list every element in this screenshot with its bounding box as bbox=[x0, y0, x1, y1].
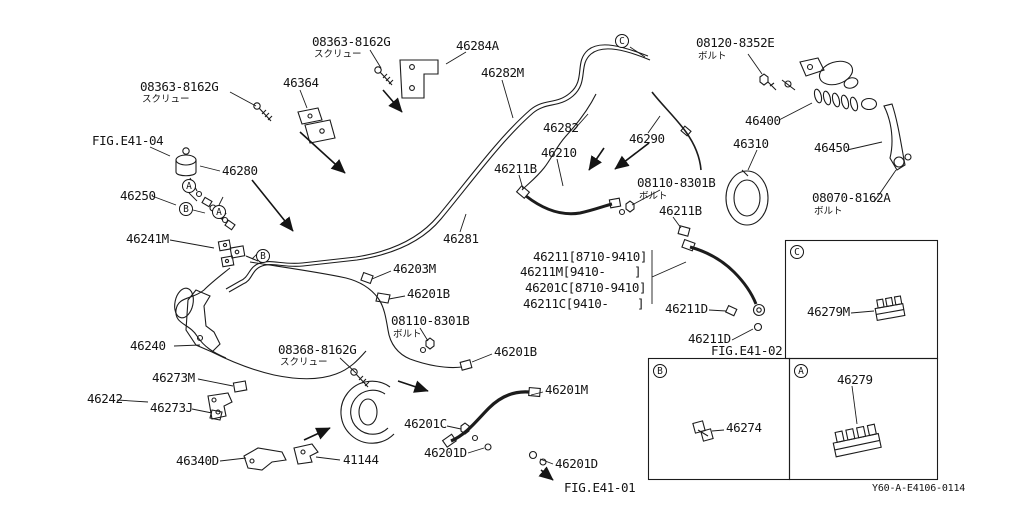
callout-a-mc: A bbox=[182, 179, 196, 193]
part-label-46281: 46281 bbox=[443, 231, 479, 246]
part-label-46240: 46240 bbox=[130, 338, 166, 353]
part-label-46201m: 46201M bbox=[545, 382, 588, 397]
part-label-46273j: 46273J bbox=[150, 400, 193, 415]
part-label-46274: 46274 bbox=[726, 420, 762, 435]
callout-b-mc: B bbox=[179, 202, 193, 216]
valve-block-46241m bbox=[217, 239, 259, 268]
hose-46201m bbox=[441, 386, 547, 466]
hose-46290 bbox=[651, 91, 702, 171]
part-label-08110-top: 08110-8301B bbox=[637, 175, 716, 190]
part-label-46282: 46282 bbox=[543, 120, 579, 135]
part-label-08070: 08070-8162A bbox=[812, 190, 891, 205]
part-label-46364: 46364 bbox=[283, 75, 319, 90]
jp-note-bolt: ボルト bbox=[814, 206, 843, 217]
screw-icons bbox=[253, 66, 394, 388]
clip-46279m bbox=[874, 295, 906, 321]
bracket-46240 bbox=[185, 289, 221, 353]
jp-note-screw: スクリュー bbox=[142, 94, 190, 105]
part-label-46201c-range: 46201C[8710-9410] bbox=[525, 280, 647, 295]
part-label-46241m: 46241M bbox=[126, 231, 169, 246]
part-label-46211-range: 46211[8710-9410] bbox=[533, 249, 648, 264]
part-label-46201b-2: 46201B bbox=[494, 344, 537, 359]
detail-boxes bbox=[647, 239, 939, 481]
part-label-08363-left: 08363-8162G bbox=[140, 79, 219, 94]
backing-plate bbox=[340, 380, 395, 444]
part-label-46211d-2: 46211D bbox=[688, 331, 731, 346]
part-label-46284a: 46284A bbox=[456, 38, 499, 53]
clip-46274 bbox=[692, 420, 714, 442]
booster-assembly-46400 bbox=[759, 57, 912, 171]
part-label-46400: 46400 bbox=[745, 113, 781, 128]
callout-a-box: A bbox=[794, 364, 808, 378]
part-label-46201d-2: 46201D bbox=[555, 456, 598, 471]
part-label-08368: 08368-8162G bbox=[278, 342, 357, 357]
part-label-46450: 46450 bbox=[814, 140, 850, 155]
part-label-41144: 41144 bbox=[343, 452, 379, 467]
part-label-46279: 46279 bbox=[837, 372, 873, 387]
part-label-46282m: 46282M bbox=[481, 65, 524, 80]
part-label-46250: 46250 bbox=[120, 188, 156, 203]
callout-a-mc2: A bbox=[212, 205, 226, 219]
bracket-46284a bbox=[399, 59, 439, 99]
leader-lines bbox=[116, 46, 897, 465]
fig-ref-e41-01: FIG.E41-01 bbox=[564, 480, 636, 495]
part-label-08120: 08120-8352E bbox=[696, 35, 775, 50]
bracket-46364 bbox=[297, 107, 336, 144]
part-label-46242: 46242 bbox=[87, 391, 123, 406]
part-label-46290: 46290 bbox=[629, 131, 665, 146]
fig-ref-e41-04: FIG.E41-04 bbox=[92, 133, 164, 148]
jp-note-bolt: ボルト bbox=[393, 329, 422, 340]
part-label-46211b: 46211B bbox=[494, 161, 537, 176]
part-label-46340d: 46340D bbox=[176, 453, 219, 468]
drum-46310 bbox=[725, 169, 769, 226]
part-label-46279m: 46279M bbox=[807, 304, 850, 319]
jp-note-bolt: ボルト bbox=[639, 191, 668, 202]
jp-note-screw: スクリュー bbox=[280, 357, 328, 368]
part-label-46203m: 46203M bbox=[393, 261, 436, 276]
part-label-08363-top: 08363-8162G bbox=[312, 34, 391, 49]
part-label-46211m-range: 46211M[9410- ] bbox=[520, 264, 642, 279]
part-label-46201d: 46201D bbox=[424, 445, 467, 460]
clips-and-brackets-lower-left bbox=[207, 271, 473, 471]
callout-b-box: B bbox=[653, 364, 667, 378]
part-label-46310: 46310 bbox=[733, 136, 769, 151]
callout-c-top: C bbox=[615, 34, 629, 48]
part-label-46201c: 46201C bbox=[404, 416, 447, 431]
hose-46210 bbox=[515, 184, 635, 216]
drawing-code: Y60-A-E4106-0114 bbox=[872, 483, 966, 494]
part-label-46280: 46280 bbox=[222, 163, 258, 178]
callout-b-valve: B bbox=[256, 249, 270, 263]
direction-arrows bbox=[251, 89, 650, 481]
part-label-46210: 46210 bbox=[541, 145, 577, 160]
jp-note-bolt: ボルト bbox=[698, 51, 727, 62]
part-label-46211c-range: 46211C[9410- ] bbox=[523, 296, 645, 311]
part-label-08110-2: 08110-8301B bbox=[391, 313, 470, 328]
clip-46279 bbox=[832, 423, 882, 458]
fig-ref-e41-02: FIG.E41-02 bbox=[711, 343, 783, 358]
jp-note-screw: スクリュー bbox=[314, 49, 362, 60]
hose-46211 bbox=[677, 225, 766, 332]
part-label-46273m: 46273M bbox=[152, 370, 195, 385]
part-label-46211d: 46211D bbox=[665, 301, 708, 316]
part-label-46201b: 46201B bbox=[407, 286, 450, 301]
callout-c-box: C bbox=[790, 245, 804, 259]
part-label-46211b-2: 46211B bbox=[659, 203, 702, 218]
